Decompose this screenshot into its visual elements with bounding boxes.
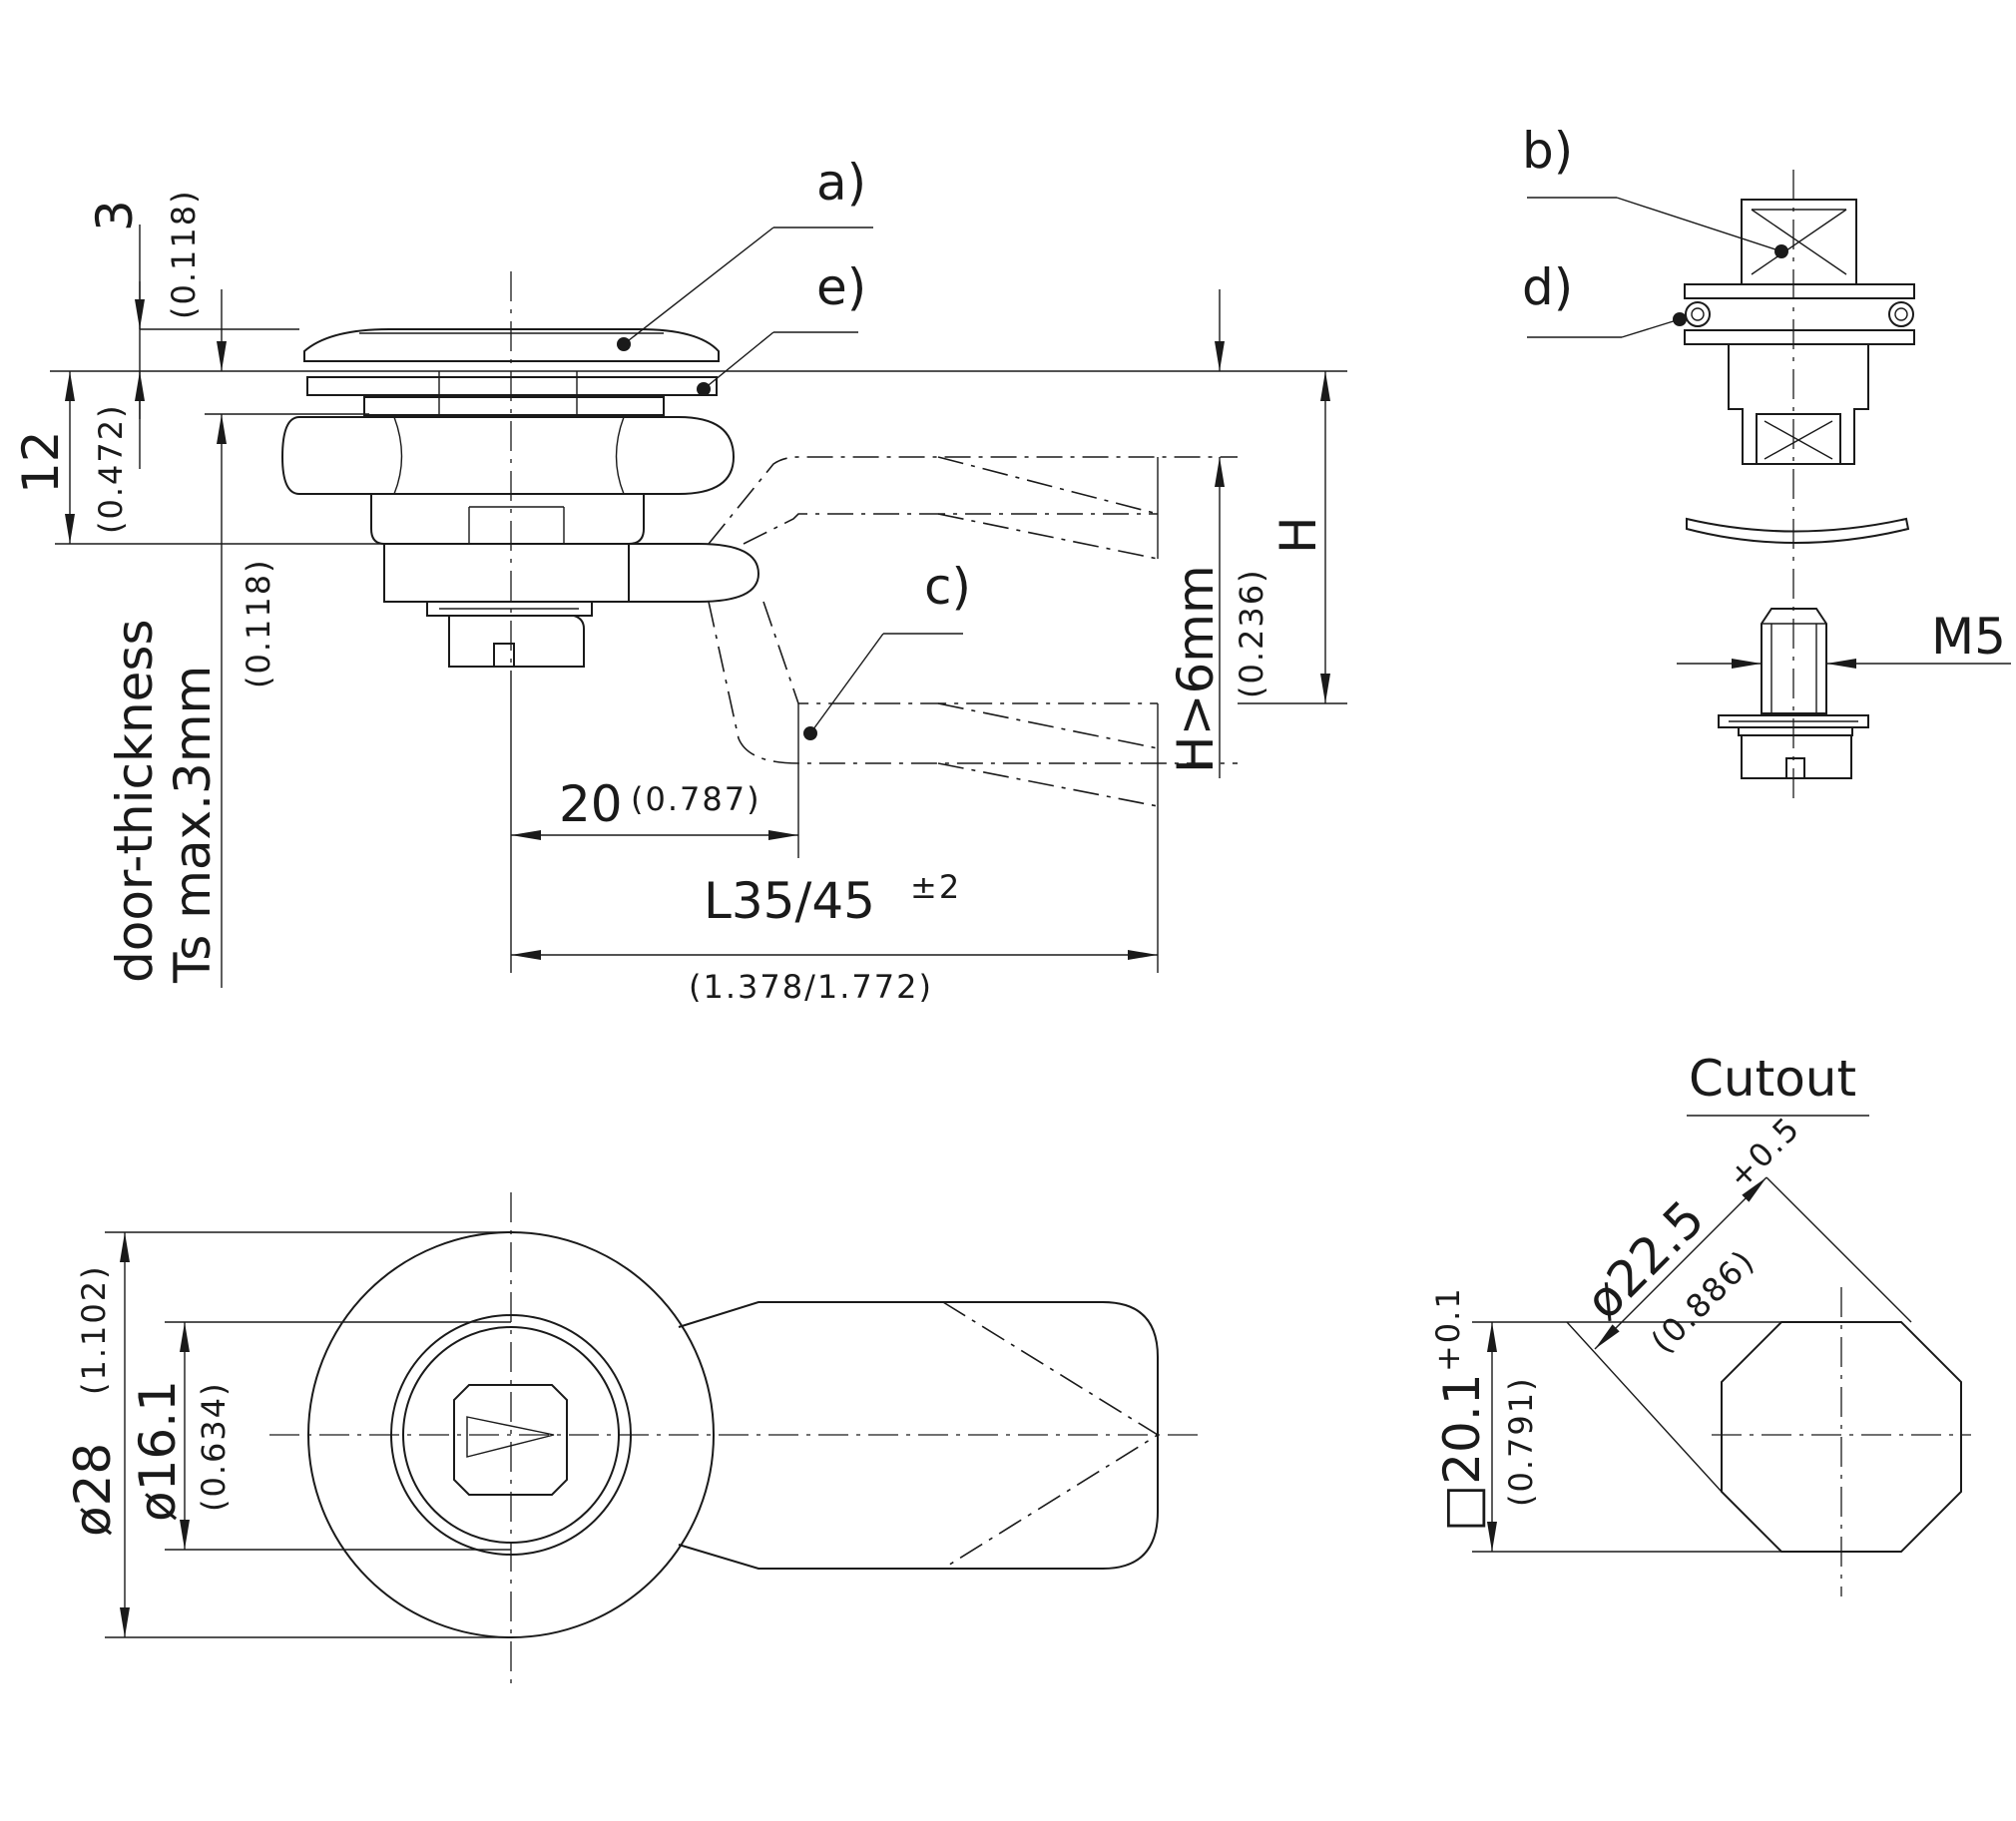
dim-dia-28-inch: (1.102)	[75, 1264, 113, 1395]
door-thickness-inch: (0.118)	[240, 558, 277, 688]
dim-h: H	[1269, 516, 1327, 554]
label-c: c)	[924, 558, 971, 616]
label-b: b)	[1522, 122, 1573, 180]
exploded-view: M5 b) d)	[1522, 122, 2011, 798]
cutout-title: Cutout	[1689, 1050, 1856, 1108]
dim-dia-16: ø16.1	[129, 1380, 187, 1522]
dim-dia-16-inch: (0.634)	[195, 1381, 233, 1512]
cutout-view: Cutout ø22.5 +0.5 (0.886) □20.1 +0.1 (0.…	[1429, 1050, 1971, 1596]
dim-h-min: H>6mm	[1167, 565, 1225, 773]
dim-3: 3	[86, 200, 144, 231]
dim-length: L35/45	[704, 872, 875, 930]
dim-square-20-1-inch: (0.791)	[1502, 1376, 1540, 1507]
label-a: a)	[816, 154, 866, 212]
dim-length-inch: (1.378/1.772)	[689, 968, 933, 1006]
ts-max-label: Ts max.3mm	[164, 666, 222, 984]
side-view: a) e) c) 3 (0.118) 12 (0.472) door-thick…	[12, 154, 1347, 1006]
label-m5: M5	[1931, 608, 2006, 666]
dim-square-20-1-tolerance: +0.1	[1429, 1286, 1467, 1372]
dim-square-20-1: □20.1	[1433, 1373, 1491, 1532]
dim-dia-22-5-tolerance: +0.5	[1721, 1109, 1807, 1195]
label-e: e)	[816, 258, 866, 316]
dim-12-inch: (0.472)	[92, 403, 130, 534]
dim-length-tolerance: ±2	[910, 868, 961, 906]
front-view: ø28 (1.102) ø16.1 (0.634)	[64, 1192, 1203, 1686]
dim-h-min-inch: (0.236)	[1233, 568, 1270, 698]
label-d: d)	[1522, 258, 1573, 316]
dim-20: 20	[559, 775, 623, 833]
door-thickness-label: door-thickness	[106, 619, 164, 983]
dim-dia-28: ø28	[64, 1443, 122, 1537]
dim-12: 12	[12, 430, 70, 494]
dim-3-inch: (0.118)	[165, 189, 203, 319]
dim-20-inch: (0.787)	[631, 780, 761, 818]
